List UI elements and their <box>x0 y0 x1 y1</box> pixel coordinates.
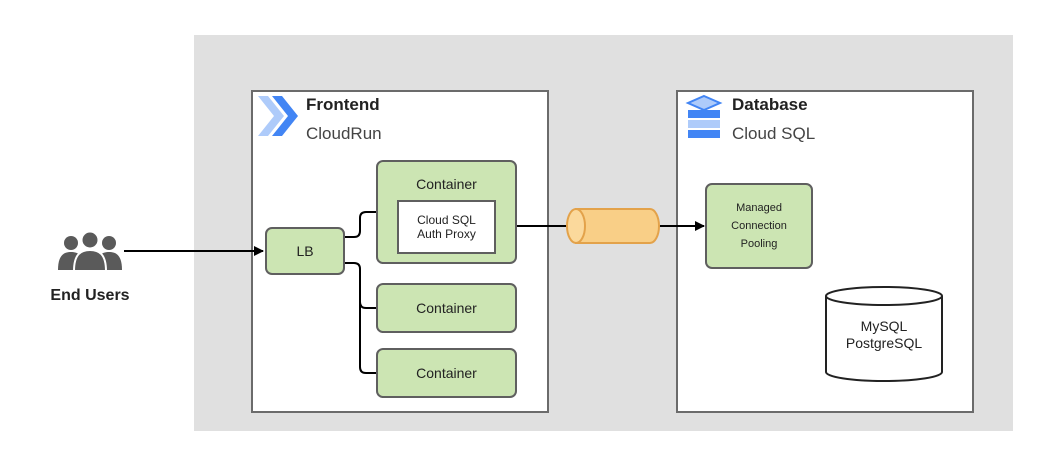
auth-proxy-node: Cloud SQL Auth Proxy <box>397 200 496 254</box>
container-2-label: Container <box>416 300 477 316</box>
container-node-2: Container <box>376 283 517 333</box>
frontend-title: Frontend <box>306 95 380 114</box>
container-node-3: Container <box>376 348 517 398</box>
database-cylinder <box>825 286 943 382</box>
end-users-label: End Users <box>50 287 130 304</box>
database-title: Database <box>732 95 808 114</box>
mysql-label: MySQL <box>860 318 908 334</box>
cloud-run-icon <box>258 96 298 136</box>
lb-to-container-3-link <box>359 300 376 374</box>
pooling-line-1: Managed <box>736 202 782 214</box>
database-subtitle: Cloud SQL <box>732 124 816 143</box>
load-balancer-node: LB <box>265 227 345 275</box>
connection-pooling-node: Managed Connection Pooling <box>705 183 813 269</box>
auth-proxy-line-1: Cloud SQL <box>417 213 476 227</box>
people-group-icon <box>58 230 122 272</box>
auth-proxy-line-2: Auth Proxy <box>417 227 476 241</box>
frontend-subtitle: CloudRun <box>306 124 382 143</box>
postgresql-label: PostgreSQL <box>845 335 923 351</box>
pooling-line-2: Connection <box>731 220 787 232</box>
load-balancer-label: LB <box>296 243 314 259</box>
secure-tunnel-icon <box>566 208 660 244</box>
database-engines-label: MySQL PostgreSQL <box>826 318 942 352</box>
lb-to-container-2-link <box>345 262 376 309</box>
cloud-sql-icon <box>685 94 723 138</box>
container-1-label: Container <box>416 176 477 192</box>
lb-to-container-1-link <box>345 211 376 238</box>
container-3-label: Container <box>416 365 477 381</box>
pooling-line-3: Pooling <box>740 238 778 250</box>
